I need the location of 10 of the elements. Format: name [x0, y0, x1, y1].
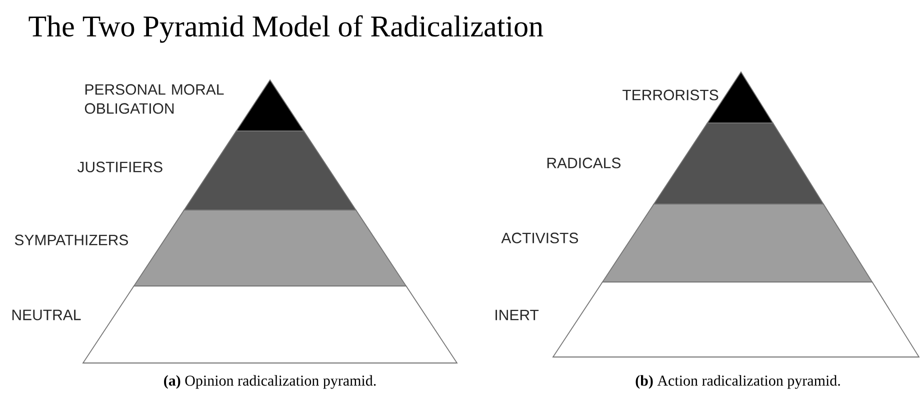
caption: (b) Action radicalization pyramid. — [636, 375, 840, 389]
title: The Two Pyramid Model of Radicalization — [28, 15, 544, 43]
layer-label: ACTIVISTS — [501, 232, 578, 244]
layer-label: PERSONAL MORAL OBLIGATION — [84, 84, 224, 114]
layer-label: JUSTIFIERS — [77, 162, 162, 172]
layer-label: TERRORISTS — [622, 90, 718, 100]
layer-label: NEUTRAL — [12, 310, 81, 320]
layer-label: RADICALS — [547, 158, 621, 168]
layer-label: SYMPATHIZERS — [14, 234, 128, 246]
layer-label: INERT — [496, 310, 539, 320]
